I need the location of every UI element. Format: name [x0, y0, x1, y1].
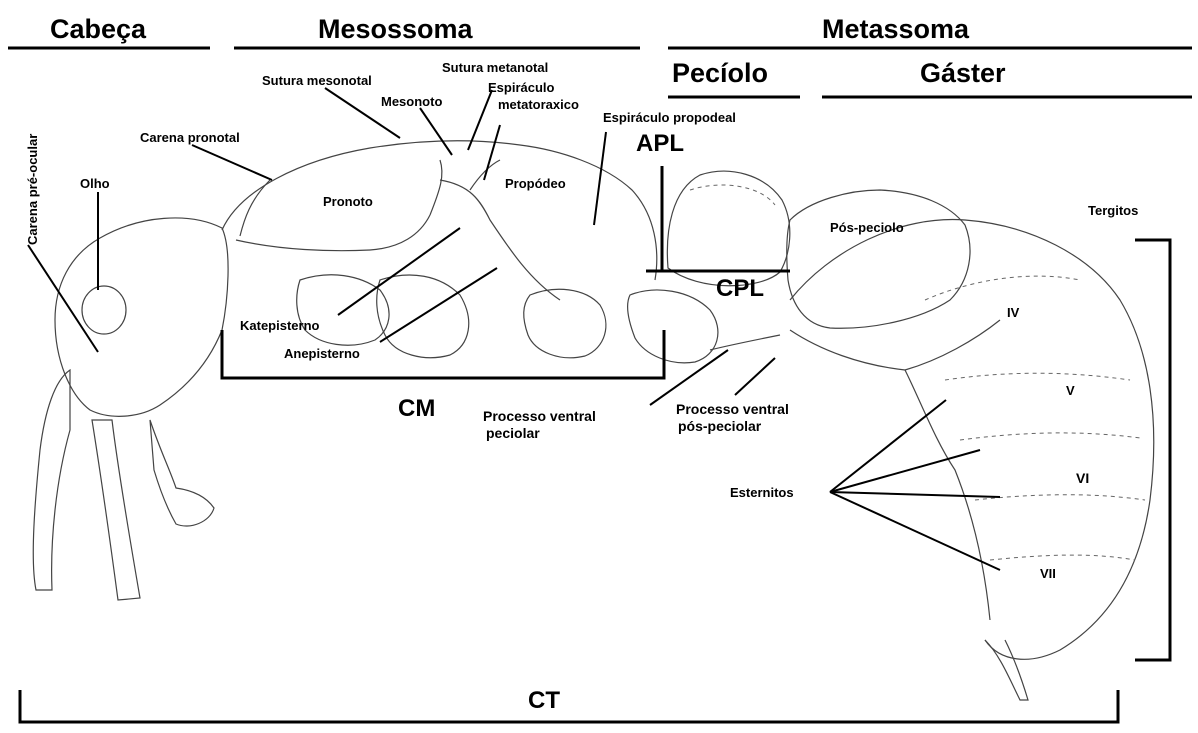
- header-metasoma: Metassoma: [822, 14, 970, 44]
- ct-bracket: [20, 690, 1118, 722]
- label-espiraculo-meta-1: Espiráculo: [488, 80, 555, 95]
- header-head: Cabeça: [50, 14, 147, 44]
- header-petiole: Pecíolo: [672, 58, 768, 88]
- label-carena-pre-ocular: Carena pré-ocular: [25, 134, 40, 245]
- header-gaster: Gáster: [920, 58, 1006, 88]
- label-processo-ventral-pospeciolar-1: Processo ventral: [676, 401, 789, 417]
- pointer-lines: [28, 88, 1000, 570]
- label-sutura-metanotal: Sutura metanotal: [442, 60, 548, 75]
- label-cpl: CPL: [716, 275, 764, 302]
- label-sutura-mesonotal: Sutura mesonotal: [262, 73, 372, 88]
- label-apl: APL: [636, 130, 684, 157]
- label-carena-pronotal: Carena pronotal: [140, 130, 240, 145]
- header-mesosoma: Mesossoma: [318, 14, 474, 44]
- label-processo-ventral-pospeciolar-2: pós-peciolar: [678, 418, 762, 434]
- label-esternitos: Esternitos: [730, 485, 794, 500]
- label-anepisterno: Anepisterno: [284, 346, 360, 361]
- label-katepisterno: Katepisterno: [240, 318, 320, 333]
- label-tergite-v: V: [1066, 383, 1075, 398]
- label-espiraculo-propodeal: Espiráculo propodeal: [603, 110, 736, 125]
- label-processo-ventral-peciolar-2: peciolar: [486, 425, 540, 441]
- label-tergite-vii: VII: [1040, 566, 1056, 581]
- label-pos-peciolo: Pós-peciolo: [830, 220, 904, 235]
- label-tergitos: Tergitos: [1088, 203, 1138, 218]
- tergitos-bracket: [1135, 240, 1170, 660]
- label-tergite-vi: VI: [1076, 470, 1089, 486]
- label-pronoto: Pronoto: [323, 194, 373, 209]
- label-propodeo: Propódeo: [505, 176, 566, 191]
- label-ct: CT: [528, 687, 560, 714]
- label-tergite-iv: IV: [1007, 305, 1020, 320]
- label-mesonoto: Mesonoto: [381, 94, 442, 109]
- label-espiraculo-meta-2: metatoraxico: [498, 97, 579, 112]
- label-processo-ventral-peciolar-1: Processo ventral: [483, 408, 596, 424]
- label-olho: Olho: [80, 176, 110, 191]
- label-cm: CM: [398, 395, 435, 422]
